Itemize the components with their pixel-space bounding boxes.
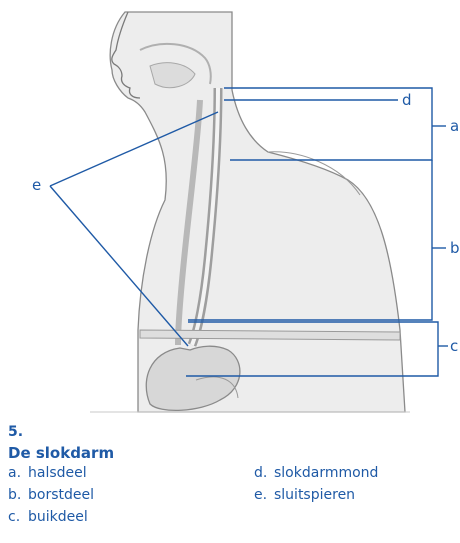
label-b: b xyxy=(450,239,460,257)
label-e: e xyxy=(32,176,41,194)
legend-key: b. xyxy=(8,487,28,503)
figure-title: De slokdarm xyxy=(8,443,460,463)
legend-item-b: b.borstdeel xyxy=(8,487,254,509)
legend-text: slokdarmmond xyxy=(274,465,378,481)
legend-list: a.halsdeel b.borstdeel c.buikdeel d.slok… xyxy=(8,465,460,531)
legend-item-a: a.halsdeel xyxy=(8,465,254,487)
legend-item-e: e.sluitspieren xyxy=(254,487,454,509)
legend-key: a. xyxy=(8,465,28,481)
legend-text: halsdeel xyxy=(28,465,87,481)
body-illustration xyxy=(90,12,410,412)
legend-item-d: d.slokdarmmond xyxy=(254,465,454,487)
legend-item-c: c.buikdeel xyxy=(8,509,254,531)
legend-key: c. xyxy=(8,509,28,525)
legend-key: e. xyxy=(254,487,274,503)
legend-text: sluitspieren xyxy=(274,487,355,503)
label-a: a xyxy=(450,117,459,135)
figure-caption: 5. De slokdarm a.halsdeel b.borstdeel c.… xyxy=(8,424,460,531)
legend-text: buikdeel xyxy=(28,509,88,525)
anatomy-diagram: a b c d e xyxy=(0,0,460,418)
figure-number: 5. xyxy=(8,424,460,441)
legend-text: borstdeel xyxy=(28,487,94,503)
legend-key: d. xyxy=(254,465,274,481)
label-d: d xyxy=(402,91,412,109)
label-c: c xyxy=(450,337,458,355)
